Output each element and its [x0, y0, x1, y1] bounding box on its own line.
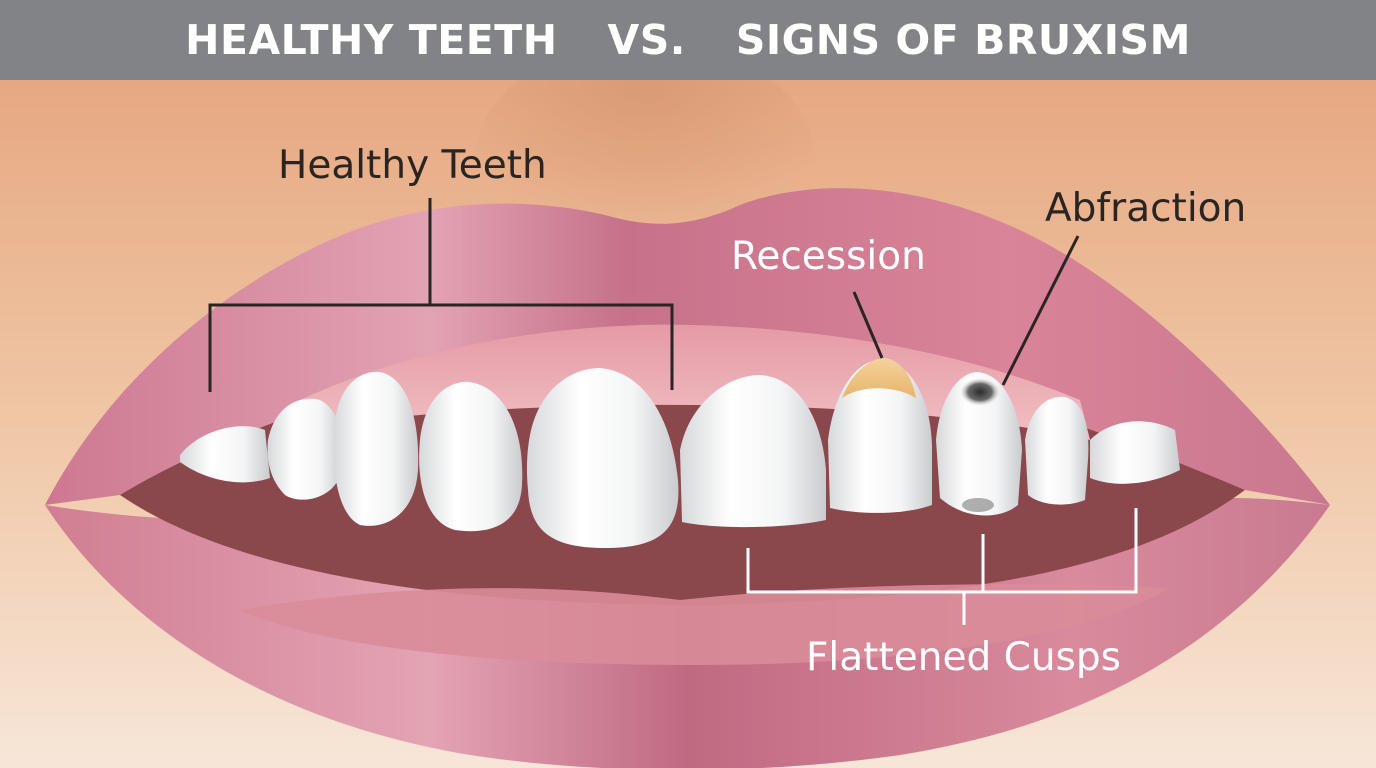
title-signs-of-bruxism: SIGNS OF BRUXISM [736, 16, 1191, 64]
mouth-illustration [0, 80, 1376, 768]
label-abfraction: Abfraction [1045, 189, 1246, 228]
canine-left [334, 372, 419, 526]
title-banner: HEALTHY TEETH VS. SIGNS OF BRUXISM [0, 0, 1376, 80]
label-flattened-cusps: Flattened Cusps [806, 638, 1121, 677]
label-recession: Recession [731, 237, 926, 276]
label-healthy-teeth: Healthy Teeth [278, 146, 547, 185]
abfraction-notch [960, 378, 1000, 406]
title-healthy-teeth: HEALTHY TEETH [185, 16, 557, 64]
abfraction-notch-lower [962, 498, 994, 512]
molar-right [1090, 421, 1180, 484]
title-vs: VS. [608, 16, 686, 64]
